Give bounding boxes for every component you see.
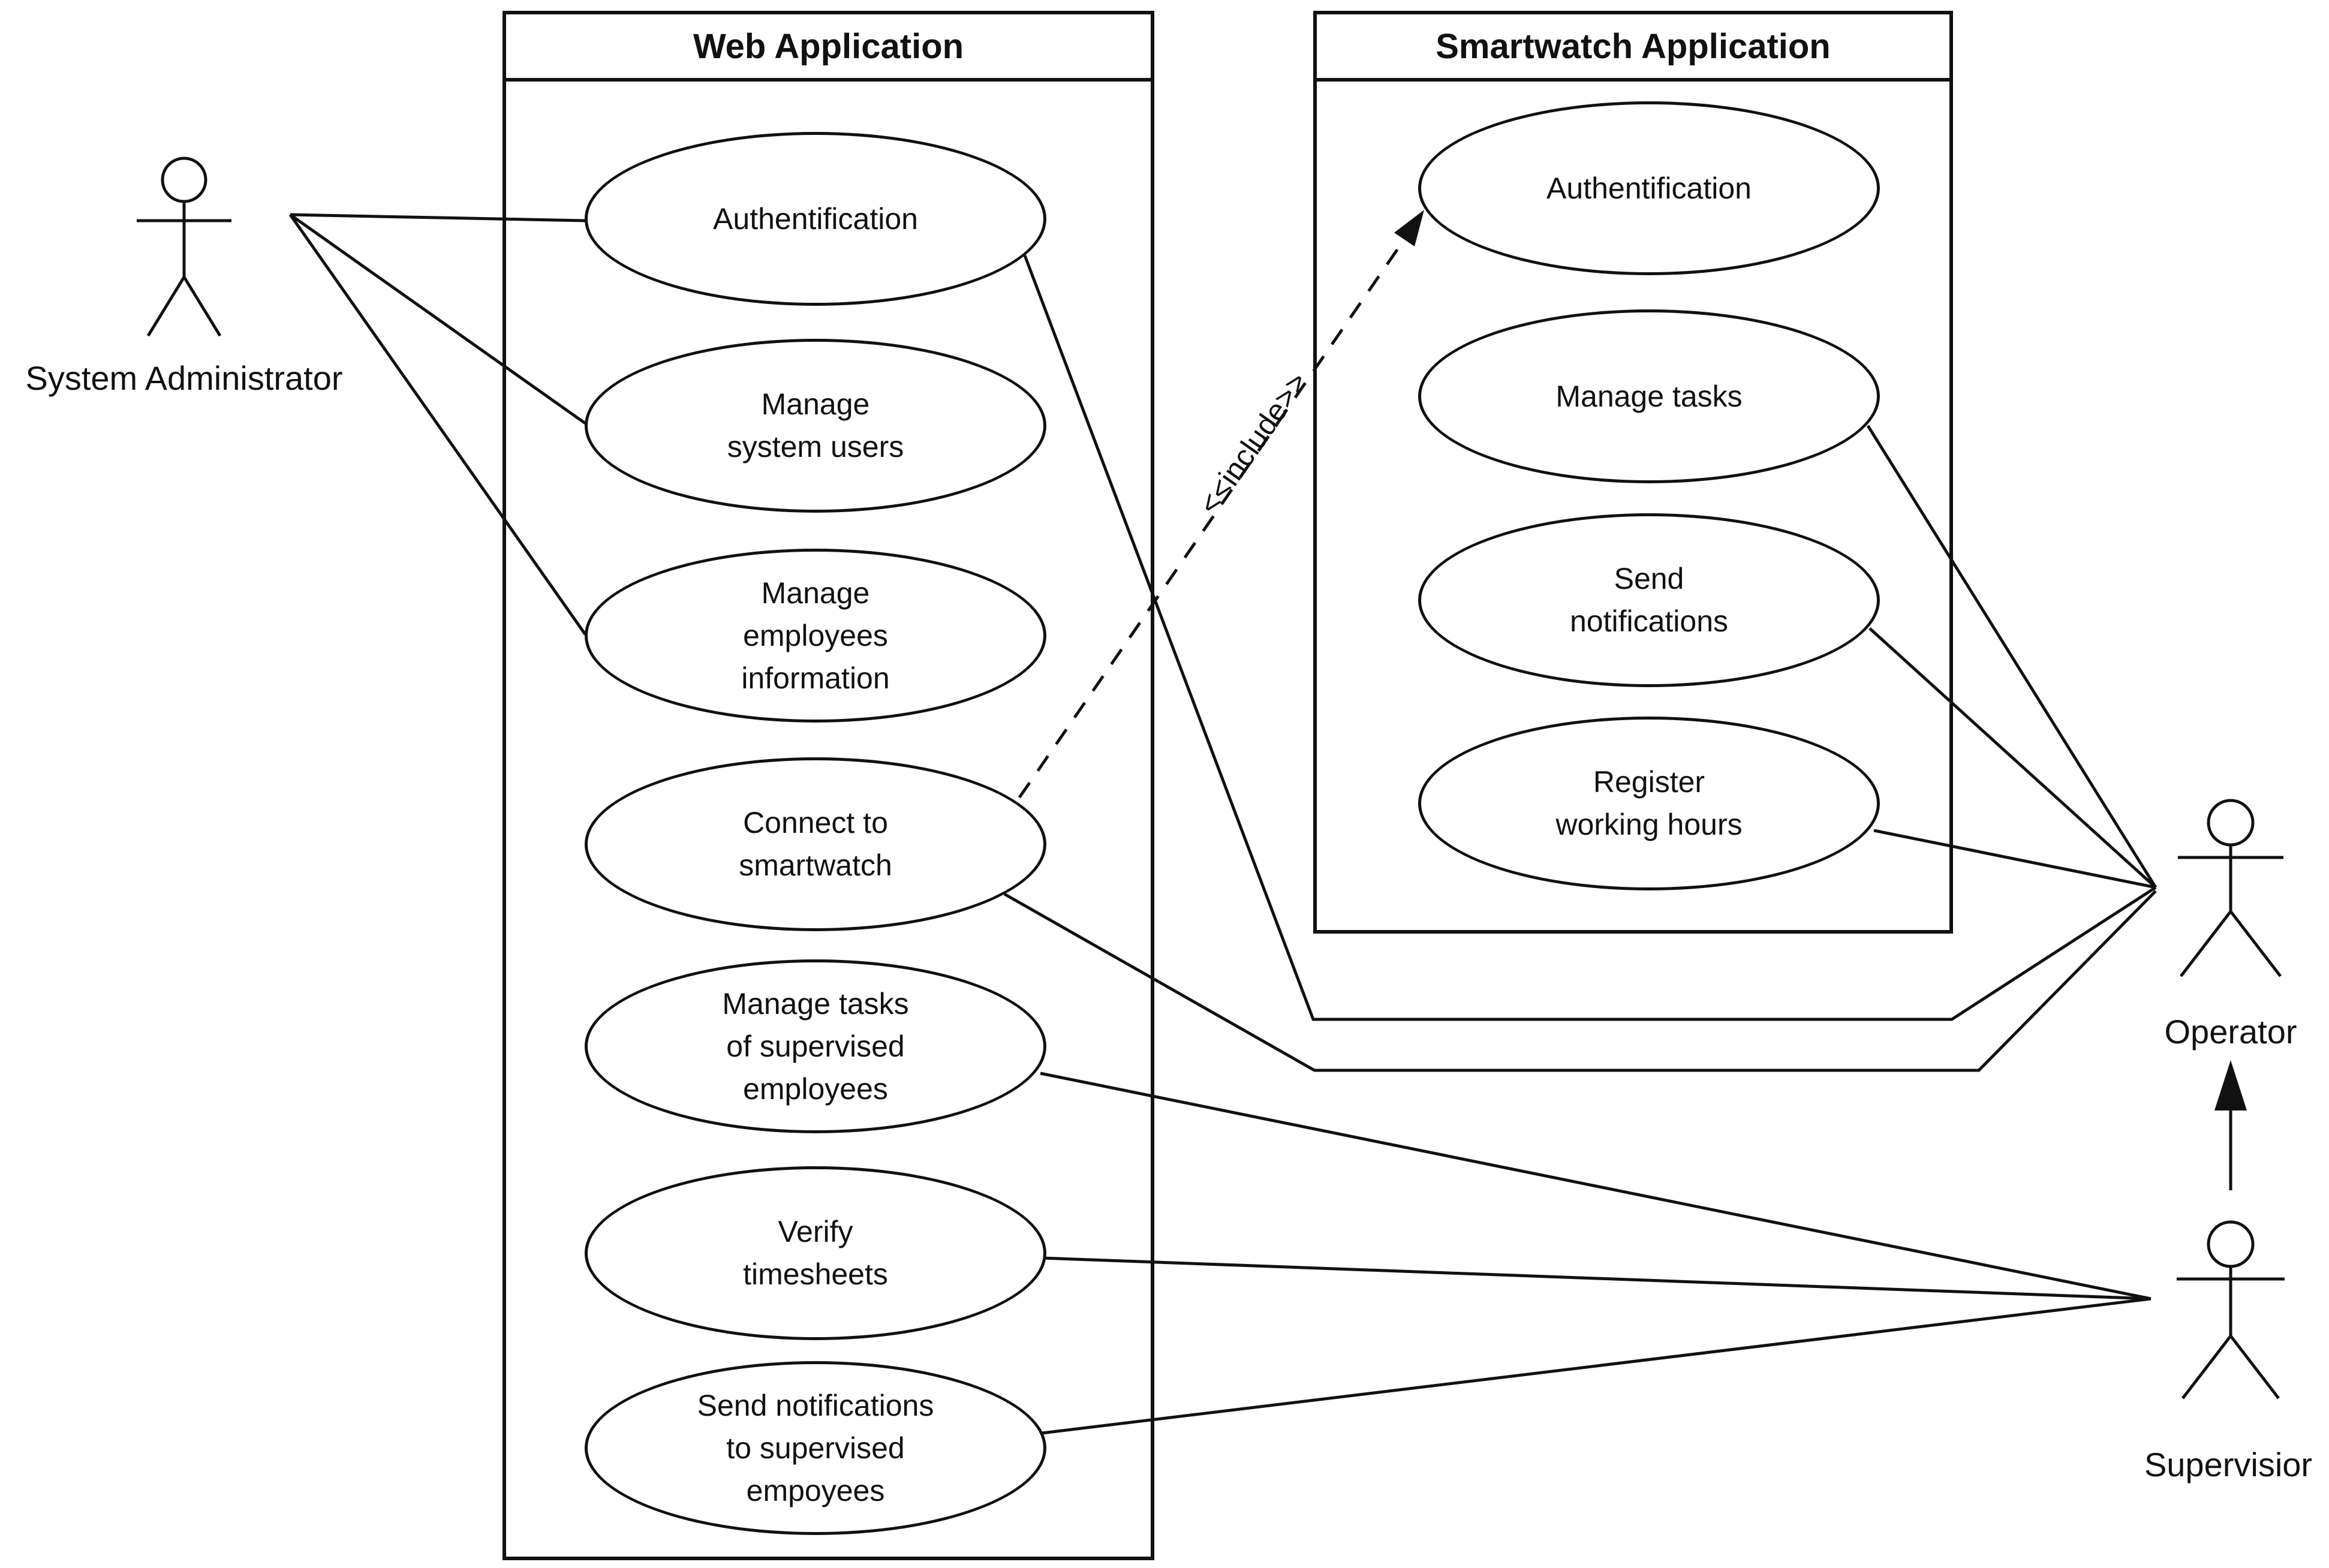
association-admin-web-authentification bbox=[290, 213, 586, 222]
include-arrowhead bbox=[1394, 210, 1424, 246]
usecase-smartwatch-authentification: Authentification bbox=[1418, 101, 1880, 275]
usecase-web-manage-system-users: Manage system users bbox=[585, 339, 1046, 513]
actor-head bbox=[2207, 1220, 2255, 1268]
actor-right-leg bbox=[2229, 1335, 2280, 1400]
usecase-smartwatch-register-working-hours: Register working hours bbox=[1418, 717, 1880, 890]
usecase-web-manage-tasks-supervised: Manage tasks of supervised employees bbox=[585, 959, 1046, 1133]
actor-figure-supervisior bbox=[2177, 1220, 2285, 1400]
actor-right-leg bbox=[2229, 910, 2282, 977]
usecase-smartwatch-send-notifications: Send notifications bbox=[1418, 513, 1880, 687]
association-operator-connect-to-smartwatch bbox=[1003, 890, 2157, 1072]
actor-label-operator: Operator bbox=[2164, 1013, 2297, 1051]
association-operator-send-notifications bbox=[1868, 627, 2157, 889]
actor-head bbox=[2207, 799, 2255, 847]
actor-figure-operator bbox=[2178, 799, 2283, 977]
actor-head bbox=[161, 157, 207, 203]
actor-left-leg bbox=[146, 276, 186, 337]
association-operator-manage-tasks bbox=[1866, 425, 2158, 889]
association-admin-manage-system-users bbox=[289, 213, 586, 425]
association-supervisor-manage-tasks-supervised bbox=[1040, 1072, 2152, 1301]
actor-left-leg bbox=[2181, 1335, 2232, 1400]
association-operator-register-working-hours bbox=[1873, 829, 2156, 889]
usecase-web-manage-employees-information: Manage employees information bbox=[585, 549, 1046, 723]
usecase-smartwatch-manage-tasks: Manage tasks bbox=[1418, 309, 1880, 483]
actor-label-system-administrator: System Administrator bbox=[25, 359, 343, 397]
actor-right-leg bbox=[182, 276, 222, 337]
smartwatch-application-title: Smartwatch Application bbox=[1317, 14, 1949, 82]
usecase-web-verify-timesheets: Verify timesheets bbox=[585, 1166, 1046, 1340]
usecase-web-authentification: Authentification bbox=[585, 132, 1046, 306]
system-boundary-web-application: Web Application bbox=[502, 11, 1154, 1560]
association-supervisor-verify-timesheets bbox=[1042, 1256, 2152, 1301]
usecase-web-connect-to-smartwatch: Connect to smartwatch bbox=[585, 757, 1046, 931]
association-supervisor-send-notifications-supervised bbox=[1042, 1297, 2152, 1435]
web-application-title: Web Application bbox=[506, 14, 1151, 82]
usecase-web-send-notifications-supervised: Send notifications to supervised empoyee… bbox=[585, 1361, 1046, 1535]
actor-figure-system-administrator bbox=[137, 157, 231, 337]
actor-left-leg bbox=[2180, 910, 2232, 977]
association-operator-web-authentification bbox=[1023, 255, 2157, 1021]
actor-label-supervisior: Supervisior bbox=[2144, 1446, 2313, 1483]
association-admin-manage-employees-information bbox=[288, 213, 587, 636]
system-boundary-smartwatch-application: Smartwatch Application bbox=[1313, 11, 1953, 934]
generalization-arrowhead bbox=[2214, 1060, 2247, 1110]
